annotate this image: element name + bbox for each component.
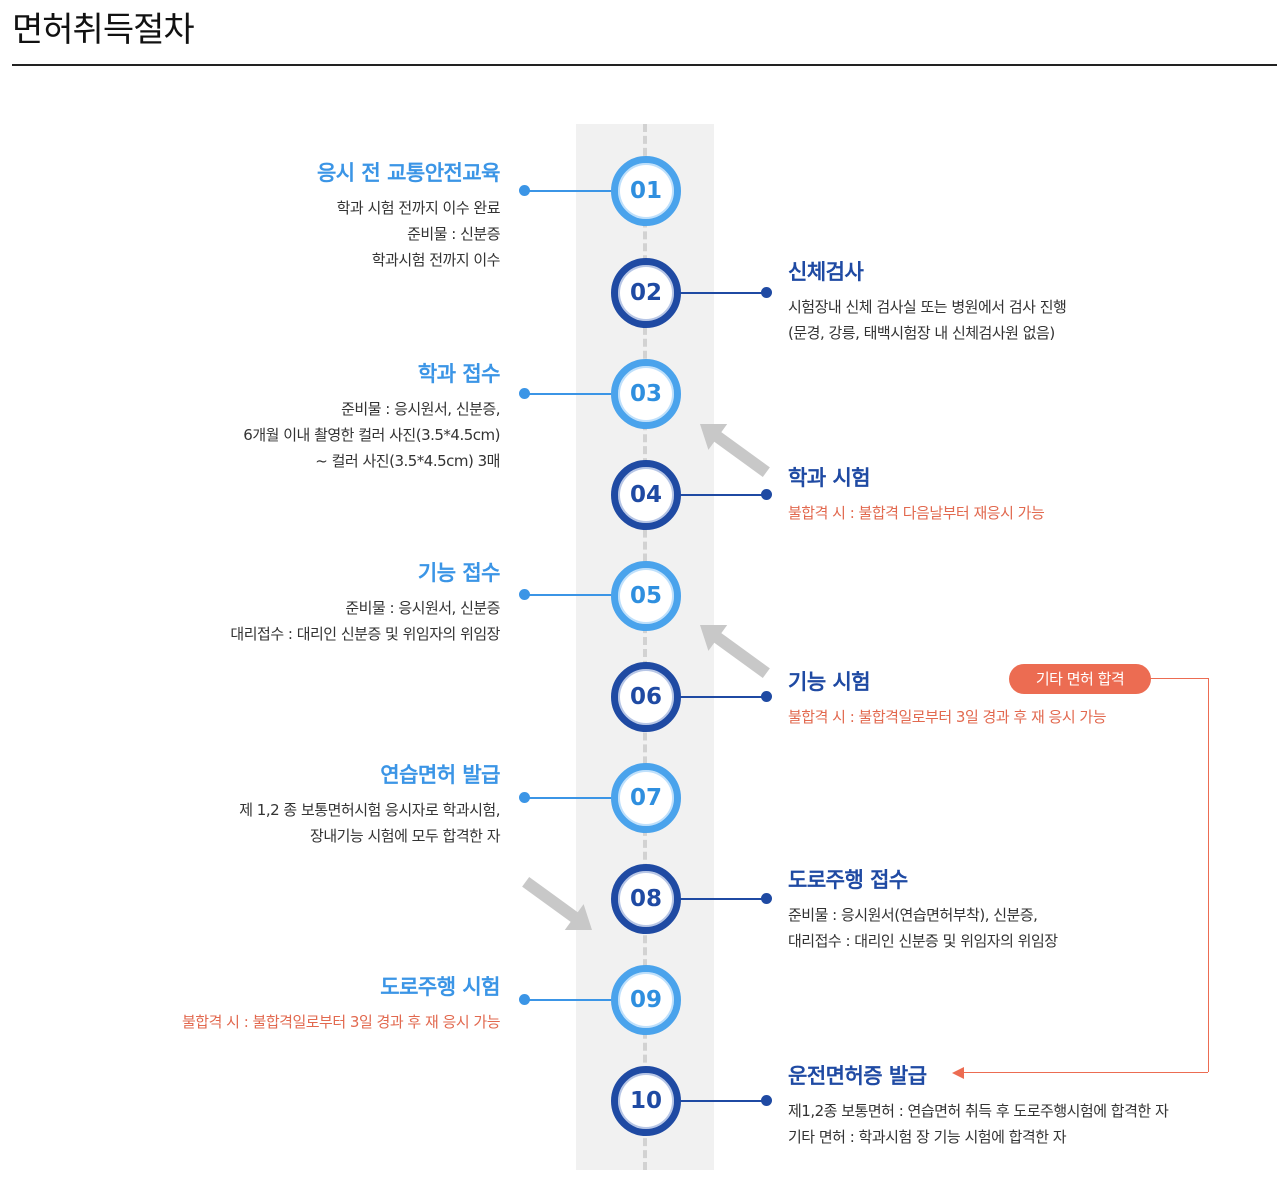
step-03-line-2: 6개월 이내 촬영한 컬러 사진(3.5*4.5cm)	[243, 426, 500, 444]
connector-dot-09	[519, 994, 530, 1005]
step-01-block: 응시 전 교통안전교육 학과 시험 전까지 이수 완료 준비물 : 신분증 학과…	[316, 157, 501, 273]
step-08-line-2: 대리접수 : 대리인 신분증 및 위임자의 위임장	[788, 932, 1058, 950]
step-08-block: 도로주행 접수 준비물 : 응시원서(연습면허부착), 신분증, 대리접수 : …	[788, 864, 1058, 954]
step-06-title: 기능 시험	[788, 670, 871, 694]
page-title: 면허취득절차	[12, 10, 195, 50]
step-01-line-3: 학과시험 전까지 이수	[371, 251, 501, 269]
step-02-line-1: 시험장내 신체 검사실 또는 병원에서 검사 진행	[788, 298, 1067, 316]
other-license-pass-badge: 기타 면허 합격	[1009, 664, 1151, 694]
step-05-circle: 05	[611, 561, 681, 631]
connector-dot-03	[519, 388, 530, 399]
step-08-title: 도로주행 접수	[788, 868, 908, 892]
connector-07	[525, 797, 613, 799]
step-03-line-1: 준비물 : 응시원서, 신분증,	[341, 400, 500, 418]
step-09-title: 도로주행 시험	[380, 975, 500, 999]
connector-05	[525, 594, 613, 596]
step-09-block: 도로주행 시험 불합격 시 : 불합격일로부터 3일 경과 후 재 응시 가능	[181, 971, 501, 1035]
step-10-title: 운전면허증 발급	[788, 1064, 927, 1088]
step-10-line-1: 제1,2종 보통면허 : 연습면허 취득 후 도로주행시험에 합격한 자	[788, 1102, 1169, 1120]
step-07-circle: 07	[611, 763, 681, 833]
route-line-top	[1150, 678, 1208, 679]
step-10-circle: 10	[611, 1066, 681, 1136]
connector-dot-02	[761, 287, 772, 298]
connector-04	[676, 494, 766, 496]
step-01-line-2: 준비물 : 신분증	[407, 225, 500, 243]
step-09-line-1: 불합격 시 : 불합격일로부터 3일 경과 후 재 응시 가능	[181, 1013, 501, 1031]
connector-06	[676, 696, 766, 698]
connector-dot-05	[519, 589, 530, 600]
connector-dot-10	[761, 1095, 772, 1106]
step-09-circle: 09	[611, 965, 681, 1035]
step-06-circle: 06	[611, 662, 681, 732]
step-10-block: 운전면허증 발급 제1,2종 보통면허 : 연습면허 취득 후 도로주행시험에 …	[788, 1060, 1169, 1150]
connector-09	[525, 999, 613, 1001]
retry-arrow-09-to-08	[522, 876, 592, 931]
connector-01	[525, 190, 613, 192]
route-line-bottom	[962, 1072, 1208, 1073]
timeline-dashed-line	[643, 124, 647, 1170]
connector-dot-08	[761, 893, 772, 904]
step-01-title: 응시 전 교통안전교육	[316, 161, 501, 185]
step-02-title: 신체검사	[788, 260, 864, 284]
step-02-block: 신체검사 시험장내 신체 검사실 또는 병원에서 검사 진행 (문경, 강릉, …	[788, 256, 1067, 346]
title-divider	[12, 64, 1277, 66]
step-10-line-2: 기타 면허 : 학과시험 장 기능 시험에 합격한 자	[788, 1128, 1067, 1146]
step-07-line-2: 장내기능 시험에 모두 합격한 자	[310, 827, 500, 845]
connector-dot-07	[519, 792, 530, 803]
step-01-circle: 01	[611, 156, 681, 226]
step-02-circle: 02	[611, 258, 681, 328]
step-05-title: 기능 접수	[417, 561, 501, 585]
step-03-block: 학과 접수 준비물 : 응시원서, 신분증, 6개월 이내 촬영한 컬러 사진(…	[243, 358, 500, 474]
step-08-line-1: 준비물 : 응시원서(연습면허부착), 신분증,	[788, 906, 1038, 924]
route-arrowhead-icon	[952, 1067, 964, 1079]
step-04-line-1: 불합격 시 : 불합격 다음날부터 재응시 가능	[788, 504, 1045, 522]
step-05-line-1: 준비물 : 응시원서, 신분증	[345, 599, 500, 617]
step-06-block: 기능 시험 불합격 시 : 불합격일로부터 3일 경과 후 재 응시 가능	[788, 666, 1107, 730]
step-03-circle: 03	[611, 359, 681, 429]
step-06-line-1: 불합격 시 : 불합격일로부터 3일 경과 후 재 응시 가능	[788, 708, 1107, 726]
step-04-title: 학과 시험	[788, 466, 871, 490]
retry-arrow-04-to-03	[700, 423, 770, 478]
step-05-block: 기능 접수 준비물 : 응시원서, 신분증 대리접수 : 대리인 신분증 및 위…	[230, 557, 500, 647]
step-03-title: 학과 접수	[417, 362, 501, 386]
connector-03	[525, 393, 613, 395]
connector-dot-01	[519, 185, 530, 196]
step-03-line-3: ~ 컬러 사진(3.5*4.5cm) 3매	[315, 452, 500, 470]
step-08-circle: 08	[611, 864, 681, 934]
connector-dot-04	[761, 489, 772, 500]
step-07-line-1: 제 1,2 종 보통면허시험 응시자로 학과시험,	[239, 801, 500, 819]
connector-08	[676, 898, 766, 900]
connector-dot-06	[761, 691, 772, 702]
step-02-line-2: (문경, 강릉, 태백시험장 내 신체검사원 없음)	[788, 324, 1055, 342]
connector-10	[676, 1100, 766, 1102]
step-01-line-1: 학과 시험 전까지 이수 완료	[336, 199, 501, 217]
step-07-block: 연습면허 발급 제 1,2 종 보통면허시험 응시자로 학과시험, 장내기능 시…	[239, 759, 500, 849]
step-07-title: 연습면허 발급	[380, 763, 500, 787]
step-04-block: 학과 시험 불합격 시 : 불합격 다음날부터 재응시 가능	[788, 462, 1045, 526]
step-04-circle: 04	[611, 460, 681, 530]
route-line-vertical	[1208, 678, 1209, 1072]
step-05-line-2: 대리접수 : 대리인 신분증 및 위임자의 위임장	[230, 625, 500, 643]
connector-02	[676, 292, 766, 294]
retry-arrow-06-to-05	[700, 624, 770, 679]
